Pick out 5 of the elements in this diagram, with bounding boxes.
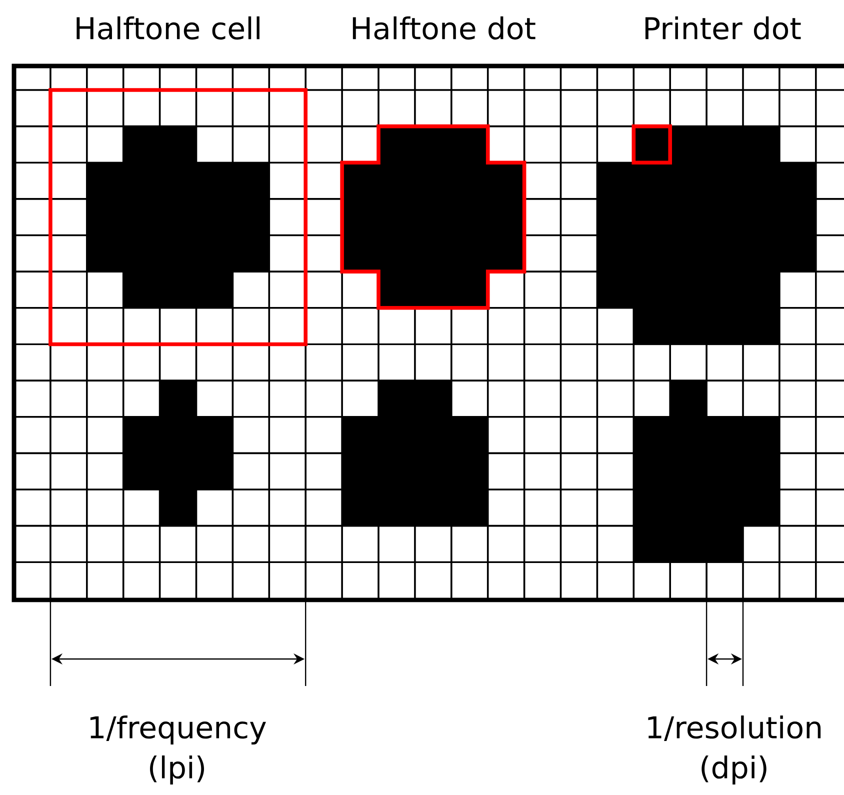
column-heading: Printer dot [645, 16, 801, 40]
dimension-label: 1/frequency (lpi) [90, 715, 266, 784]
column-heading: Halftone dot [352, 16, 536, 40]
column-heading: Halftone cell [76, 16, 260, 40]
dimension-label: 1/resolution (dpi) [648, 715, 821, 784]
